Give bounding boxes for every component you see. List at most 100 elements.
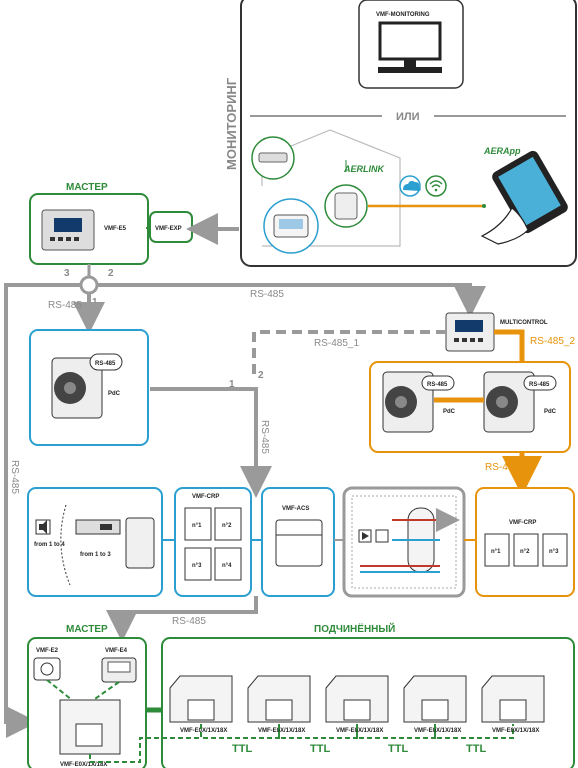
pdc-badge: RS-485 [529,382,550,388]
ttl-link [278,724,358,739]
ttl-label: TTL [388,743,408,755]
ttl-label: TTL [466,743,486,755]
room-box: from 1 to 4 from 1 to 3 [27,487,163,597]
computer-monitor-icon [378,21,442,73]
splitter-node [79,275,99,295]
vmf-e5-display-icon [41,209,95,251]
rs485-label-b: RS-485 [250,289,284,300]
monitoring-title: МОНИТОРИНГ [224,77,239,170]
crp-module: n°3 [184,547,212,581]
rs485-label-e: RS-485 [172,616,206,627]
line-1-label: 1 [229,379,235,390]
crp-module: n°1 [484,533,510,567]
slave-unit-label: VMF-E0X/1X/18X [414,728,461,734]
vmf-exp-label: VMF-EXP [155,226,182,232]
svg-text:n°1: n°1 [192,523,202,529]
master-bottom-panel: VMF-E2 VMF-E4 VMF-E0X/1X/18X [27,637,147,768]
vmf-acs-label: VMF-ACS [282,506,309,512]
multicontrol-device [445,312,495,352]
valve-icon [375,529,389,543]
ttl-label: TTL [310,743,330,755]
svg-text:n°2: n°2 [222,523,232,529]
slave-unit-label: VMF-E0X/1X/18X [336,728,383,734]
crp-module: n°2 [513,533,539,567]
ttl-label: TTL [232,743,252,755]
vmf-monitoring-label: VMF-MONITORING [376,12,430,18]
slave-fan-coil-unit: VMF-E0X/1X/18X [403,675,467,734]
pump-icon [358,529,372,543]
slave-fan-coil-unit: VMF-E0X/1X/18X [169,675,233,734]
pdc-label: PdC [443,409,456,415]
vmf-e2-control-icon [33,657,61,681]
slave-title: ПОДЧИНЁННЫЙ [314,622,395,635]
pdc-label: PdC [544,409,557,415]
aerlink-device-icon [324,184,368,228]
from-1-to-4-label: from 1 to 4 [34,542,65,548]
cloud-icon [399,175,421,197]
fan-coil-unit-icon [59,699,121,755]
heat-pump-unit-icon [382,371,434,433]
ttl-link [89,737,201,763]
vmf-acs-box: VMF-ACS [261,487,335,597]
ttl-link [200,724,280,739]
slave-fan-coil-unit: VMF-E0X/1X/18X [325,675,389,734]
vmf-e2-label: VMF-E2 [36,648,59,654]
crp-module: n°4 [214,547,242,581]
vmf-exp-box: VMF-EXP [149,211,193,243]
aerapp-label: AERApp [483,146,521,156]
port-3-label: 3 [64,268,70,279]
master-bottom-title: МАСТЕР [66,624,108,635]
svg-text:n°4: n°4 [222,563,232,569]
port-2-label: 2 [108,268,114,279]
pdc-label: PdC [108,391,121,397]
slave-unit-label: VMF-E0X/1X/18X [180,728,227,734]
wifi-icon [425,175,447,197]
line-2-label: 2 [258,370,264,381]
multicontrol-label: MULTICONTROL [500,320,548,326]
heat-pump-unit-icon [483,371,535,433]
heat-pump-box: RS-485 PdC [29,329,149,446]
slave-unit-label: VMF-E0X/1X/18X [258,728,305,734]
master-top-panel: VMF-E5 [29,193,149,265]
svg-text:n°2: n°2 [520,549,530,555]
hydraulic-schematic-box [342,486,466,598]
vmf-crp-box: VMF-CRP n°1 n°2 n°3 n°4 [174,487,252,597]
slave-fan-coil-unit: VMF-E0X/1X/18X [481,675,545,734]
port-1-label: 1 [92,297,98,308]
svg-text:n°1: n°1 [491,549,501,555]
crp-module: n°3 [542,533,568,567]
heat-pump-pair-box: RS-485 RS-485 PdC PdC [369,361,571,453]
monitoring-panel: МОНИТОРИНГ VMF-MONITORING ИЛИ [224,0,577,267]
crp-module: n°1 [184,507,212,541]
rs485-label-d: RS-485 [259,420,270,454]
rs485-label-c: RS-485 [9,460,20,494]
or-label: ИЛИ [396,111,420,123]
master-top-title: МАСТЕР [66,182,108,193]
speaker-icon [35,519,51,535]
pdc-badge: RS-485 [427,382,448,388]
vmf-crp-title: VMF-CRP [192,494,219,500]
ttl-link [434,724,514,739]
svg-text:n°3: n°3 [192,563,202,569]
rs485-label-a: RS-485 [48,300,82,311]
aerlink-label: AERLINK [343,164,385,174]
pdc-badge: RS-485 [95,361,116,367]
slave-fan-coil-unit: VMF-E0X/1X/18X [247,675,311,734]
heat-pump-unit-icon [51,357,103,419]
router-icon [251,136,295,180]
svg-text:n°3: n°3 [549,549,559,555]
ttl-link [356,724,436,739]
vmf-crp-right-title: VMF-CRP [509,520,536,526]
acs-controller-icon [275,519,323,567]
fan-coil-icon [75,519,121,535]
crp-module: n°2 [214,507,242,541]
vmf-e4-display-icon [101,657,137,683]
vmf-e4-label: VMF-E4 [105,648,128,654]
rs485-label-orange: RS-485 [485,462,519,473]
rs485-1-label: RS-485_1 [314,338,359,349]
master-unit-label: VMF-E0X/1X/18X [60,762,107,768]
vmf-e5-label: VMF-E5 [104,226,127,232]
boiler-icon [125,517,155,569]
slave-unit-label: VMF-E0X/1X/18X [492,728,539,734]
